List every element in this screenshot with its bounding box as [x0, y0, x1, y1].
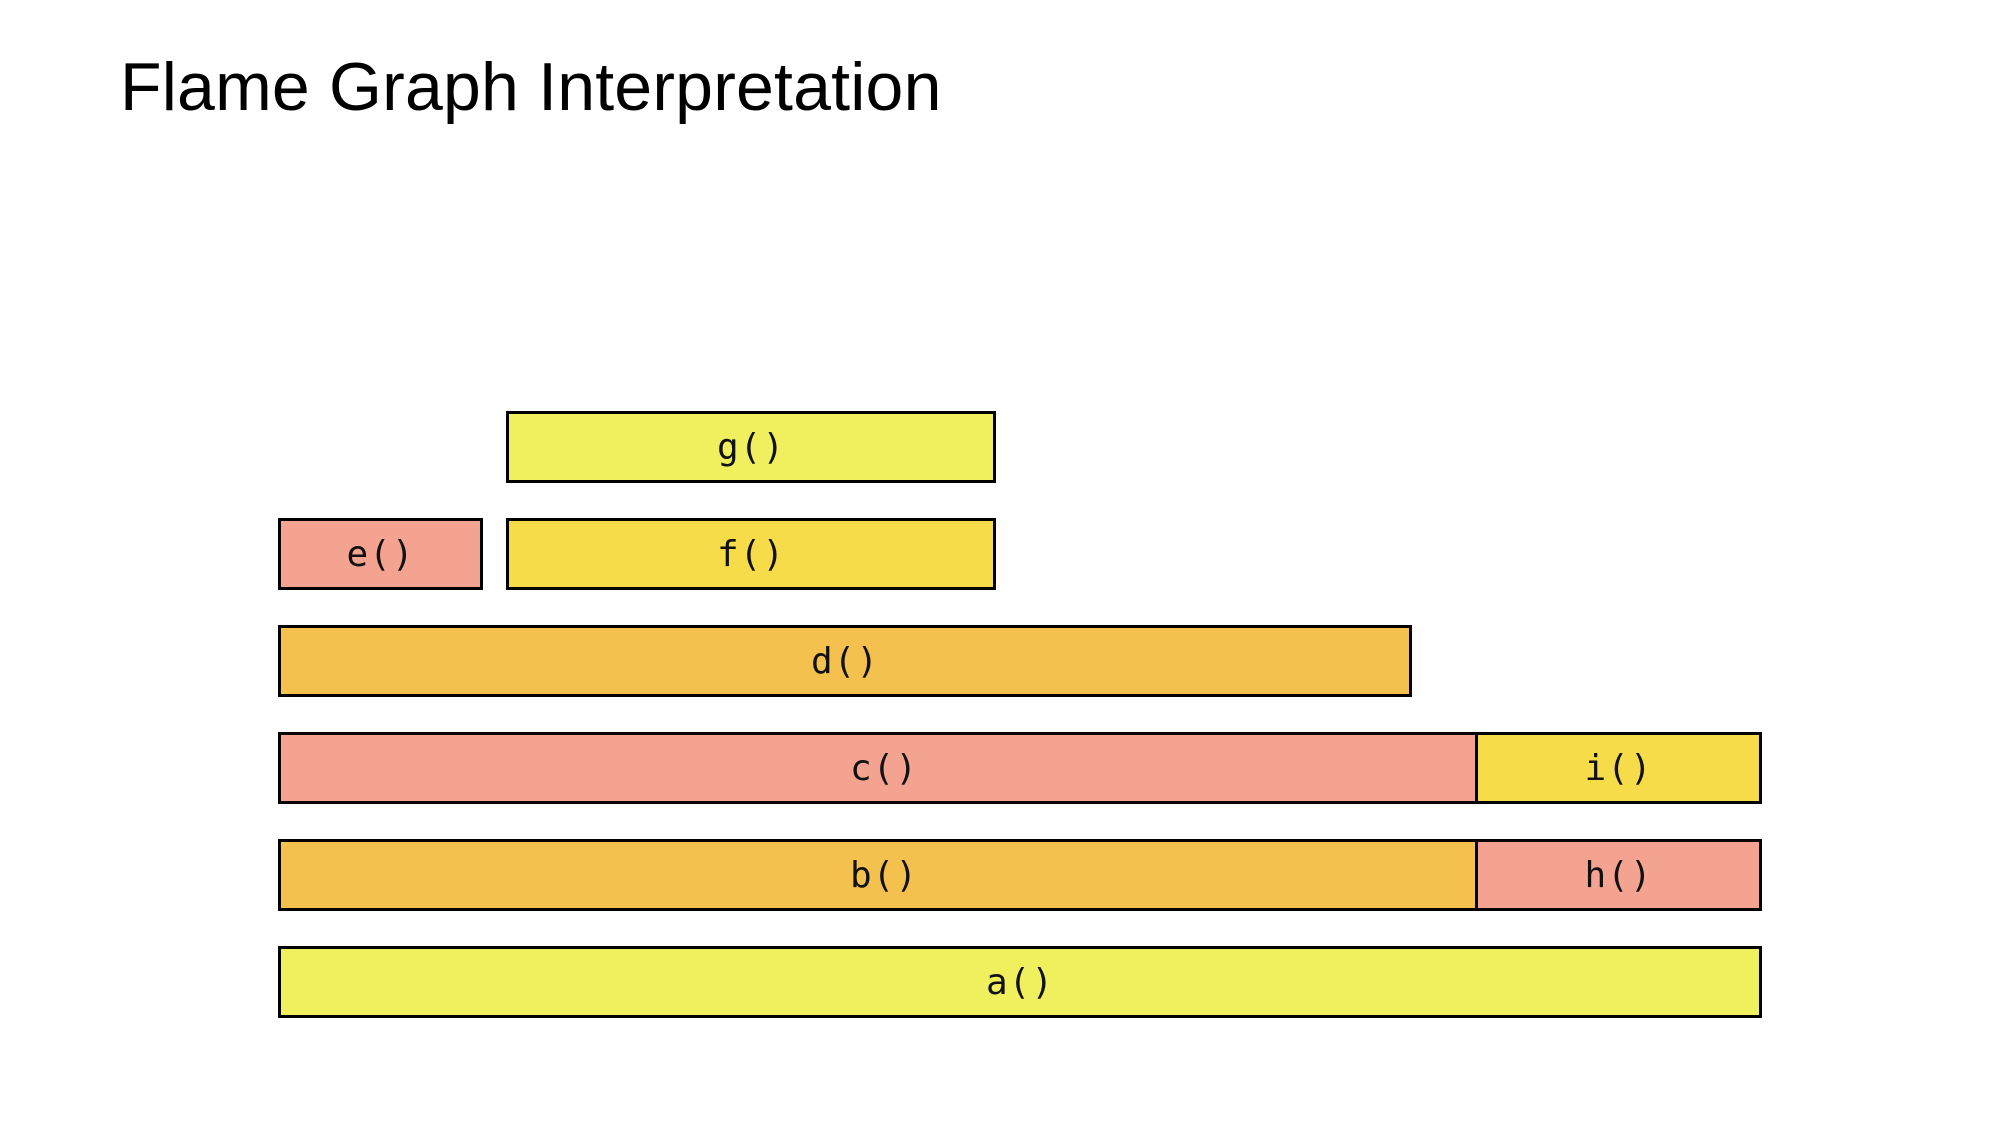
- flame-frame-label: c(): [849, 747, 919, 789]
- flame-frame-label: d(): [810, 640, 880, 682]
- flame-frame-a[interactable]: a(): [278, 946, 1762, 1018]
- flame-frame-label: a(): [985, 961, 1055, 1003]
- flame-frame-i[interactable]: i(): [1475, 732, 1762, 804]
- flame-frame-c[interactable]: c(): [278, 732, 1490, 804]
- flame-frame-label: i(): [1584, 747, 1653, 789]
- flame-row-depth-2: c() i(): [0, 732, 1998, 804]
- flame-row-depth-4: e() f(): [0, 518, 1998, 590]
- page-title: Flame Graph Interpretation: [120, 49, 942, 125]
- flame-row-depth-0: a(): [0, 946, 1998, 1018]
- flame-frame-b[interactable]: b(): [278, 839, 1490, 911]
- flame-row-depth-1: b() h(): [0, 839, 1998, 911]
- flame-frame-d[interactable]: d(): [278, 625, 1412, 697]
- flame-row-depth-3: d(): [0, 625, 1998, 697]
- flame-frame-label: b(): [849, 854, 919, 896]
- flame-frame-e[interactable]: e(): [278, 518, 483, 590]
- flame-frame-h[interactable]: h(): [1475, 839, 1762, 911]
- flame-frame-g[interactable]: g(): [506, 411, 996, 483]
- flame-frame-label: e(): [346, 533, 415, 575]
- flame-frame-f[interactable]: f(): [506, 518, 996, 590]
- flame-frame-label: h(): [1584, 854, 1653, 896]
- flame-frame-label: g(): [716, 426, 786, 468]
- flame-frame-label: f(): [716, 533, 786, 575]
- flame-row-depth-5: g(): [0, 411, 1998, 483]
